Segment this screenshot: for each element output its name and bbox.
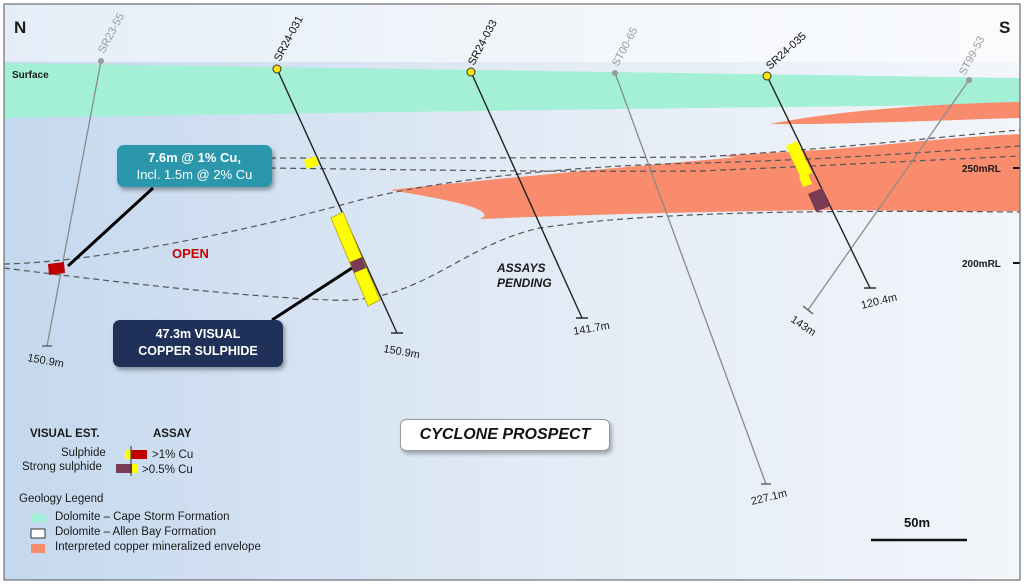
intercept-sr24-035-sulphide2 (799, 174, 812, 187)
open-label: OPEN (172, 246, 209, 261)
compass-north: N (14, 18, 27, 37)
legend-strong-swatch (116, 464, 132, 473)
legend-gt1-label: >1% Cu (152, 449, 194, 461)
callout-sulphide-line2: COPPER SULPHIDE (138, 344, 258, 358)
callout-sulphide-line1: 47.3m VISUAL (155, 327, 241, 341)
legend-sulphide-label: Sulphide (61, 447, 106, 459)
legend-envelope-label: Interpreted copper mineralized envelope (55, 541, 261, 553)
drill-hole-ST00-65 (612, 70, 771, 485)
drill-hole-ST99-53 (802, 77, 972, 315)
intercept-sr23-55-assay (48, 262, 65, 275)
callout-visual-sulphide: 47.3m VISUAL COPPER SULPHIDE (113, 320, 283, 367)
intercept-upper-sulphide (304, 156, 319, 169)
legend-visual-est-heading: VISUAL EST. (30, 428, 100, 440)
legend-geology-title: Geology Legend (19, 493, 104, 505)
legend-allen-bay-label: Dolomite – Allen Bay Formation (55, 526, 217, 538)
prospect-label: CYCLONE PROSPECT (400, 419, 610, 451)
intercept-sr24-035-sulphide (786, 141, 812, 178)
drill-hole-SR24-031 (272, 64, 403, 334)
legend-cape-storm-label: Dolomite – Cape Storm Formation (55, 511, 230, 523)
assays-pending-label-2: PENDING (497, 276, 552, 290)
legend-gt05-swatch (132, 464, 138, 473)
envelope-upper (770, 102, 1020, 125)
legend-sulphide-swatch (125, 450, 131, 459)
callout-sulphide-leader (271, 266, 353, 322)
interpretation-lines (3, 129, 1021, 301)
callout-cu-leader (66, 186, 155, 268)
legend-strong-sulphide-label: Strong sulphide (22, 461, 102, 473)
legend-cape-storm-swatch (31, 514, 45, 523)
sky-band (4, 4, 1020, 62)
callout-cu-line2: Incl. 1.5m @ 2% Cu (136, 167, 253, 182)
legend-gt05-label: >0.5% Cu (142, 464, 193, 476)
legend-envelope-swatch (31, 544, 45, 553)
callout-copper-intercept: 7.6m @ 1% Cu, Incl. 1.5m @ 2% Cu (117, 145, 272, 187)
drill-hole-SR23-55 (42, 58, 104, 347)
assays-pending-label-1: ASSAYS (496, 261, 545, 275)
intercept-sr24-035-strong (808, 188, 830, 212)
drill-hole-SR24-035 (762, 71, 876, 289)
intercept-sr24-031-sulphide (330, 211, 381, 307)
legend-allen-bay-swatch (30, 528, 46, 539)
callout-cu-line1: 7.6m @ 1% Cu, (148, 150, 241, 165)
legend-gt1-swatch (131, 450, 147, 459)
intercept-sr24-031-strong (350, 257, 366, 273)
drill-hole-SR24-033 (466, 67, 588, 319)
surface-label: Surface (12, 70, 49, 81)
compass-south: S (999, 18, 1011, 37)
elevation-label-250: 250mRL (962, 164, 1001, 175)
scale-bar-label: 50m (904, 515, 930, 530)
elevation-label-200: 200mRL (962, 259, 1001, 270)
legend-assay-heading: ASSAY (153, 428, 192, 440)
diagram-frame (3, 3, 1021, 581)
